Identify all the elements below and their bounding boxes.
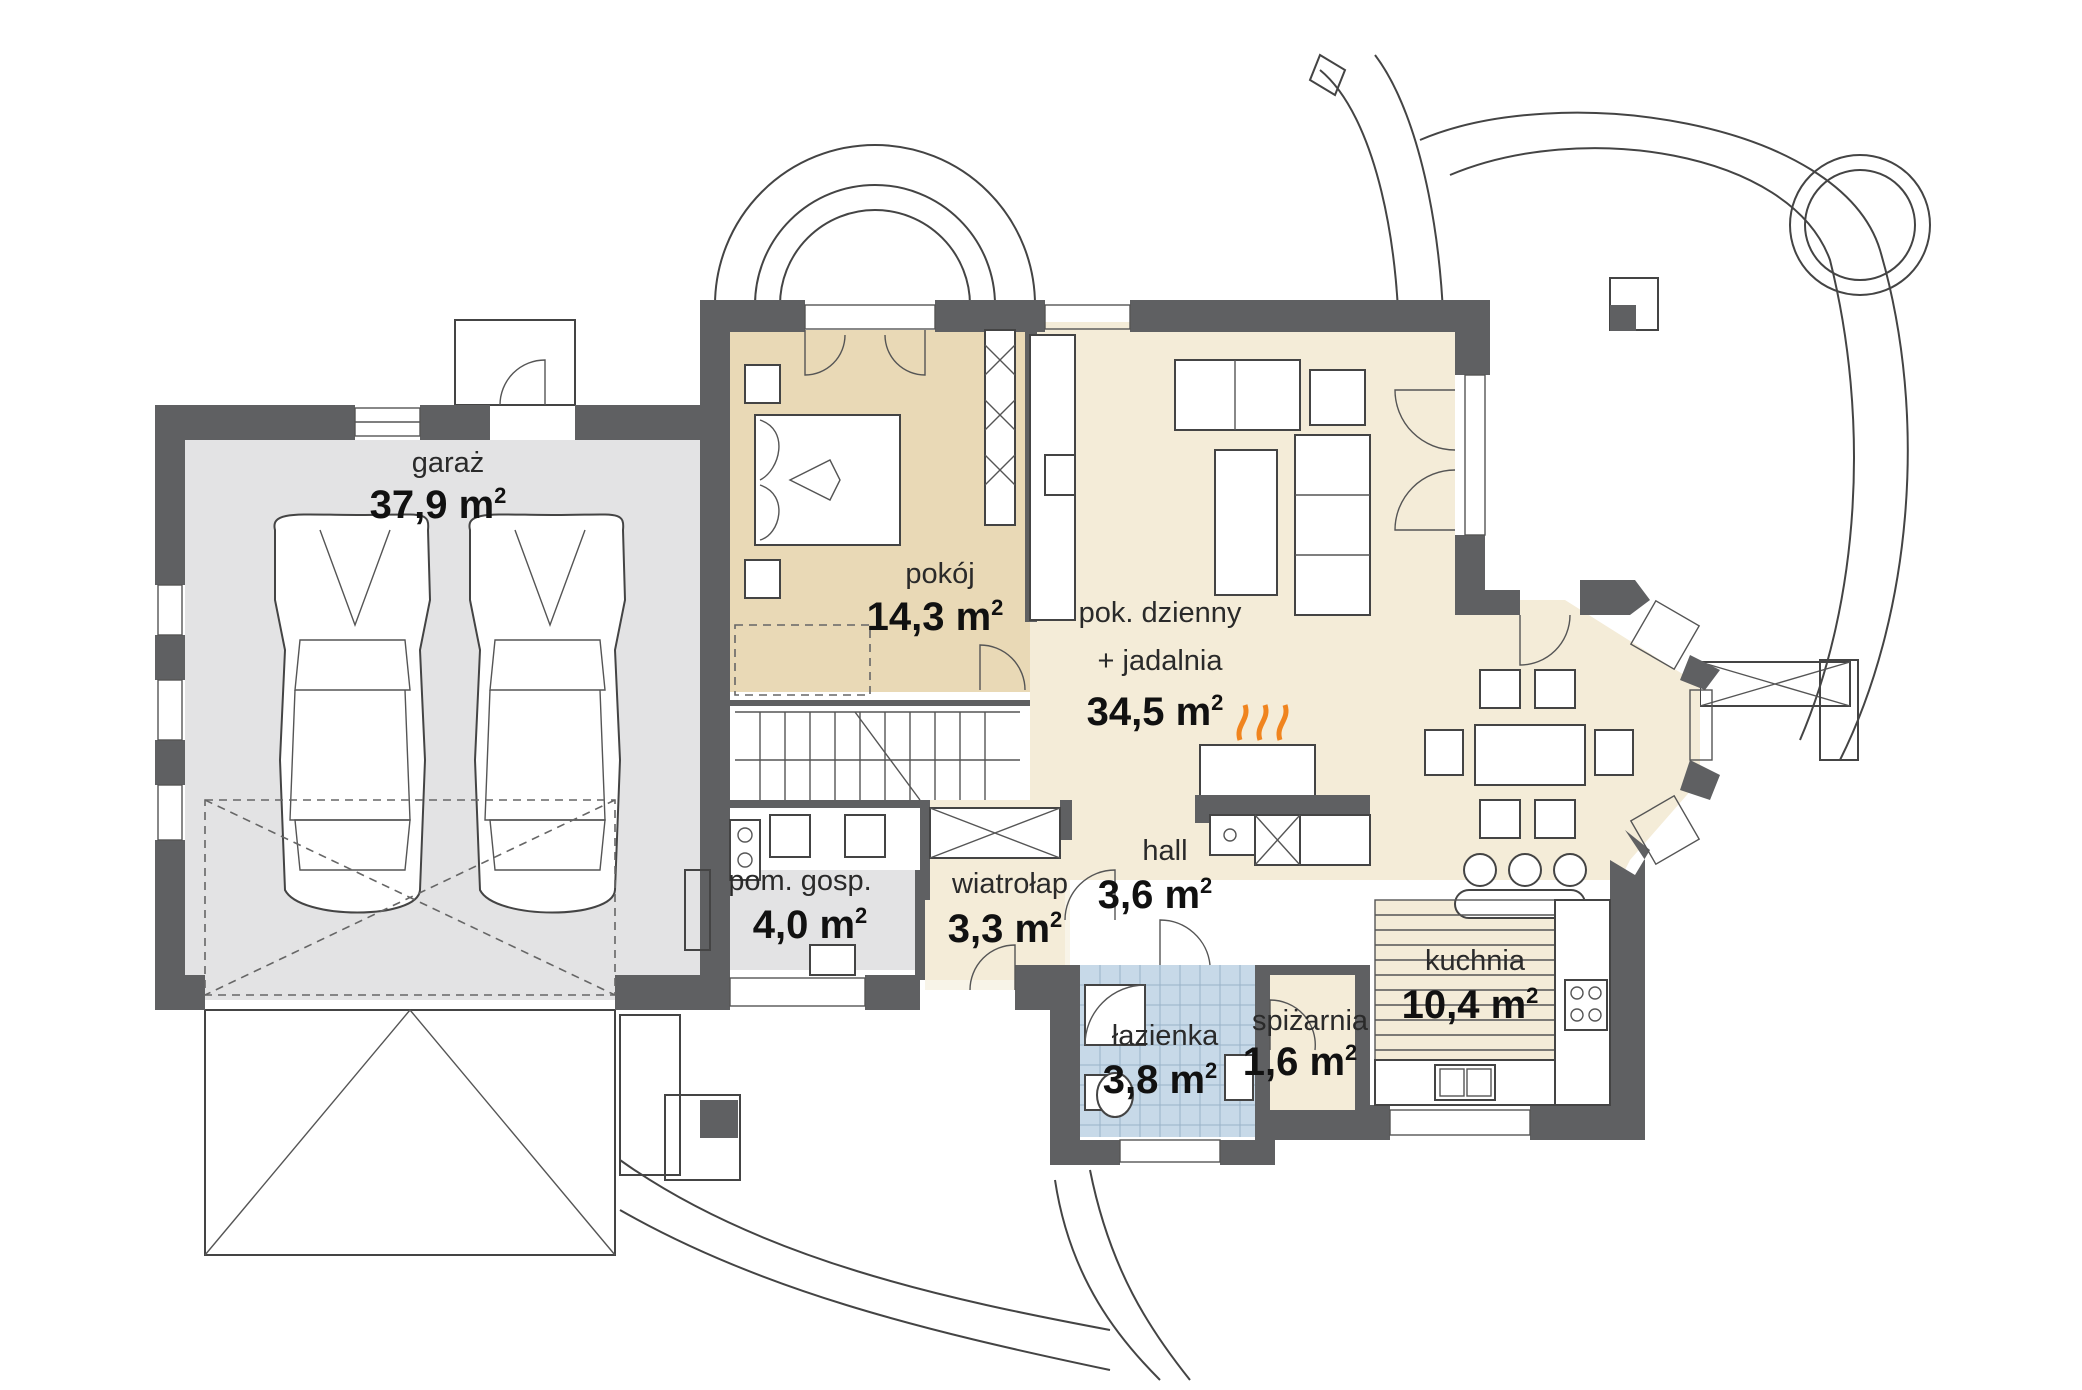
vestibule-name: wiatrołap <box>951 868 1068 900</box>
wardrobe <box>984 329 1016 526</box>
windows <box>157 304 1713 1163</box>
utility-fixtures <box>684 814 886 976</box>
entrance-porch <box>454 319 576 406</box>
bathroom-tiles <box>1080 965 1255 1137</box>
terrace-door <box>1394 389 1571 666</box>
bedroom-name: pokój <box>905 558 974 590</box>
carport-roof <box>204 1009 616 1256</box>
bar-stools <box>1454 853 1587 919</box>
kitchen-counter <box>1374 899 1611 1106</box>
bedroom-door-swing <box>804 330 1026 691</box>
stairs <box>734 624 1020 801</box>
garage-door-swing <box>204 799 616 996</box>
garden-column-base <box>1610 305 1636 331</box>
desk <box>1029 334 1076 621</box>
bathroom-fixtures <box>1084 984 1316 1118</box>
garage-area: 37,9 m2 <box>370 483 507 527</box>
living-area: 34,5 m2 <box>1087 690 1224 734</box>
car-left <box>273 513 432 914</box>
coffee-table <box>1214 449 1278 596</box>
pantry-name: spiżarnia <box>1252 1005 1369 1037</box>
utility-area: 4,0 m2 <box>753 903 868 947</box>
car-right <box>468 513 627 914</box>
fountain-circle <box>1789 154 1931 296</box>
pantry-area: 1,6 m2 <box>1243 1040 1358 1084</box>
kitchen-island <box>1195 795 1371 866</box>
garage-name: garaż <box>412 447 485 479</box>
living-name-2: + jadalnia <box>1098 645 1224 677</box>
living-name-1: pok. dzienny <box>1079 597 1242 629</box>
bathroom-name: łazienka <box>1112 1020 1219 1052</box>
hall-name: hall <box>1142 835 1187 867</box>
vestibule-area: 3,3 m2 <box>948 907 1063 951</box>
sofa-right <box>1294 434 1371 616</box>
pergola-bridge <box>1699 659 1859 761</box>
front-path-arcs <box>619 1014 1191 1381</box>
kitchen-area: 10,4 m2 <box>1402 983 1539 1027</box>
kitchen-name: kuchnia <box>1425 945 1526 977</box>
bedroom-area: 14,3 m2 <box>867 595 1004 639</box>
dining-set <box>1424 669 1634 839</box>
utility-name: pom. gosp. <box>728 865 871 897</box>
walls <box>155 300 1720 1165</box>
sofa-top <box>1174 359 1366 431</box>
hall-area: 3,6 m2 <box>1098 873 1213 917</box>
floors <box>185 322 1700 1137</box>
bathroom-area: 3,8 m2 <box>1103 1058 1218 1102</box>
bed <box>744 364 901 599</box>
fireplace <box>1199 704 1316 801</box>
vestibule-closet <box>929 807 1211 991</box>
room-labels: garaż 37,9 m2 pokój 14,3 m2 pok. dzienny… <box>370 447 1539 1102</box>
